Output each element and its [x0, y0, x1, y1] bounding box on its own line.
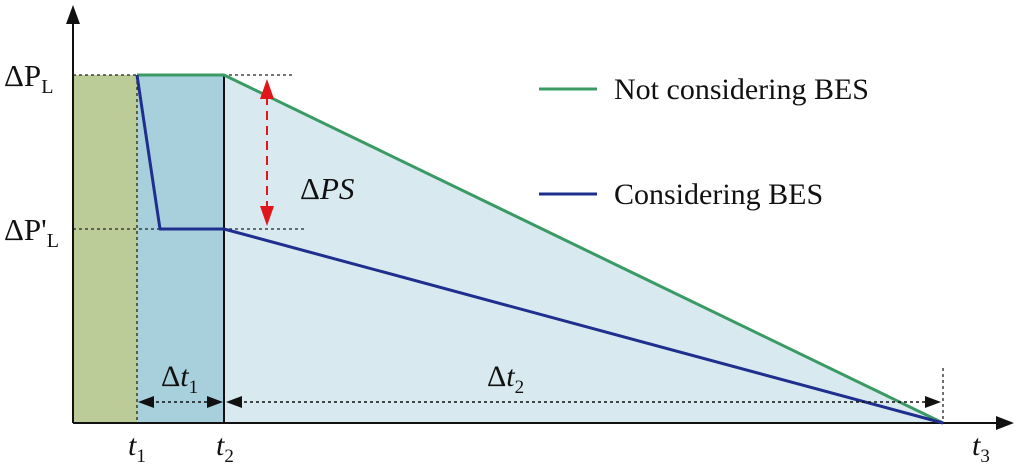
dt1-label: Δt1 [161, 360, 198, 398]
x-label-t1: t1 [128, 429, 146, 467]
y-label-plp: ΔP'L [4, 212, 59, 252]
region-dt1 [137, 75, 224, 423]
legend-label-not-considering-bes: Not considering BES [614, 73, 869, 106]
x-label-t3: t3 [972, 429, 990, 467]
legend-label-considering-bes: Considering BES [614, 178, 823, 211]
dt2-label: Δt2 [487, 360, 524, 398]
dps-arrow-head-top [260, 79, 274, 99]
x-label-t2: t2 [216, 429, 234, 467]
curve-considering-bes [135, 74, 944, 425]
y-axis-arrow [66, 5, 80, 24]
legend: Not considering BES Considering BES [539, 73, 869, 211]
y-label-pl: ΔPL [4, 58, 53, 98]
axes [66, 5, 1014, 430]
x-axis-arrow [996, 416, 1014, 430]
dps-label: ΔPS [300, 171, 354, 206]
dps-arrow-head-bottom [260, 206, 274, 226]
dt1-arrow [138, 396, 223, 408]
curve-not-considering-bes [137, 73, 944, 425]
region-before-t1 [73, 75, 137, 423]
dps-arrow [260, 79, 274, 226]
dt2-arrow [226, 396, 941, 408]
